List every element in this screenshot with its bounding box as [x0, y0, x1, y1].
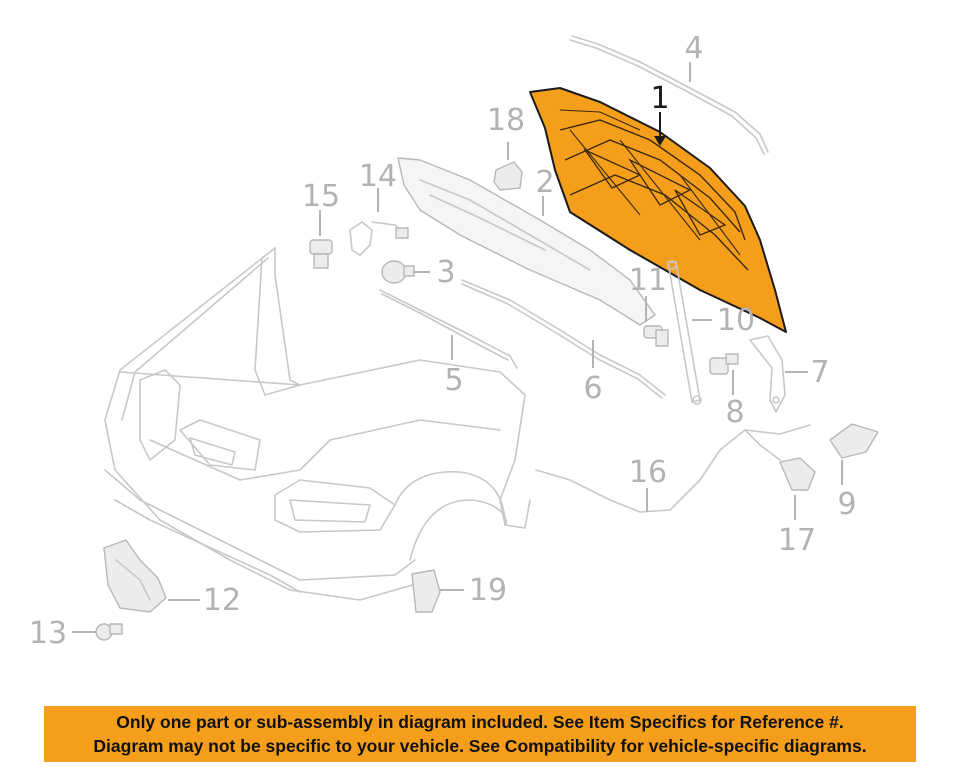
part-6-seal	[461, 279, 666, 399]
callout-10: 10	[717, 303, 755, 338]
disclaimer-line-2: Diagram may not be specific to your vehi…	[93, 736, 867, 756]
disclaimer-line-1: Only one part or sub-assembly in diagram…	[116, 712, 844, 732]
part-3-bumper	[381, 260, 415, 284]
callout-1: 1	[650, 81, 669, 116]
callout-12: 12	[203, 583, 241, 618]
part-17-switch	[779, 457, 816, 491]
part-11-clip	[643, 325, 669, 347]
callout-13: 13	[29, 616, 67, 651]
callout-5: 5	[444, 363, 463, 398]
callout-4: 4	[684, 31, 703, 66]
part-13-bolt	[95, 623, 123, 641]
part-12-lock	[103, 539, 167, 613]
part-14-handle	[349, 221, 409, 256]
part-16-cable	[535, 424, 811, 513]
disclaimer-banner: Only one part or sub-assembly in diagram…	[44, 706, 916, 762]
part-5-seal	[379, 289, 518, 369]
callout-labels: 1 4 2 18 14 15 3 5 6 11 10 8 7 9 16 17 1…	[29, 31, 857, 651]
callout-9: 9	[837, 487, 856, 522]
part-4-weatherstrip	[569, 35, 769, 155]
part-15-bolt	[309, 239, 333, 269]
part-10-support-rod	[667, 260, 702, 405]
callout-11: 11	[629, 263, 667, 298]
callout-16: 16	[629, 455, 667, 490]
callout-6: 6	[583, 371, 602, 406]
part-19-bumper	[411, 569, 441, 613]
parts-diagram: 1 4 2 18 14 15 3 5 6 11 10 8 7 9 16 17 1…	[29, 31, 879, 651]
callout-3: 3	[436, 255, 455, 290]
callout-14: 14	[359, 159, 397, 194]
leader-lines	[72, 62, 843, 633]
callout-15: 15	[302, 179, 340, 214]
vehicle-body-outline	[104, 247, 531, 601]
part-2-insulator	[397, 157, 656, 326]
part-1-hood	[529, 87, 787, 333]
callout-18: 18	[487, 103, 525, 138]
callout-17: 17	[778, 523, 816, 558]
part-7-hinge	[749, 335, 786, 413]
part-8-bolt	[709, 353, 739, 375]
callout-19: 19	[469, 573, 507, 608]
callout-7: 7	[810, 355, 829, 390]
callout-2: 2	[535, 165, 554, 200]
part-9-latch	[829, 423, 879, 459]
callout-8: 8	[725, 395, 744, 430]
part-18-bumper	[493, 161, 523, 191]
